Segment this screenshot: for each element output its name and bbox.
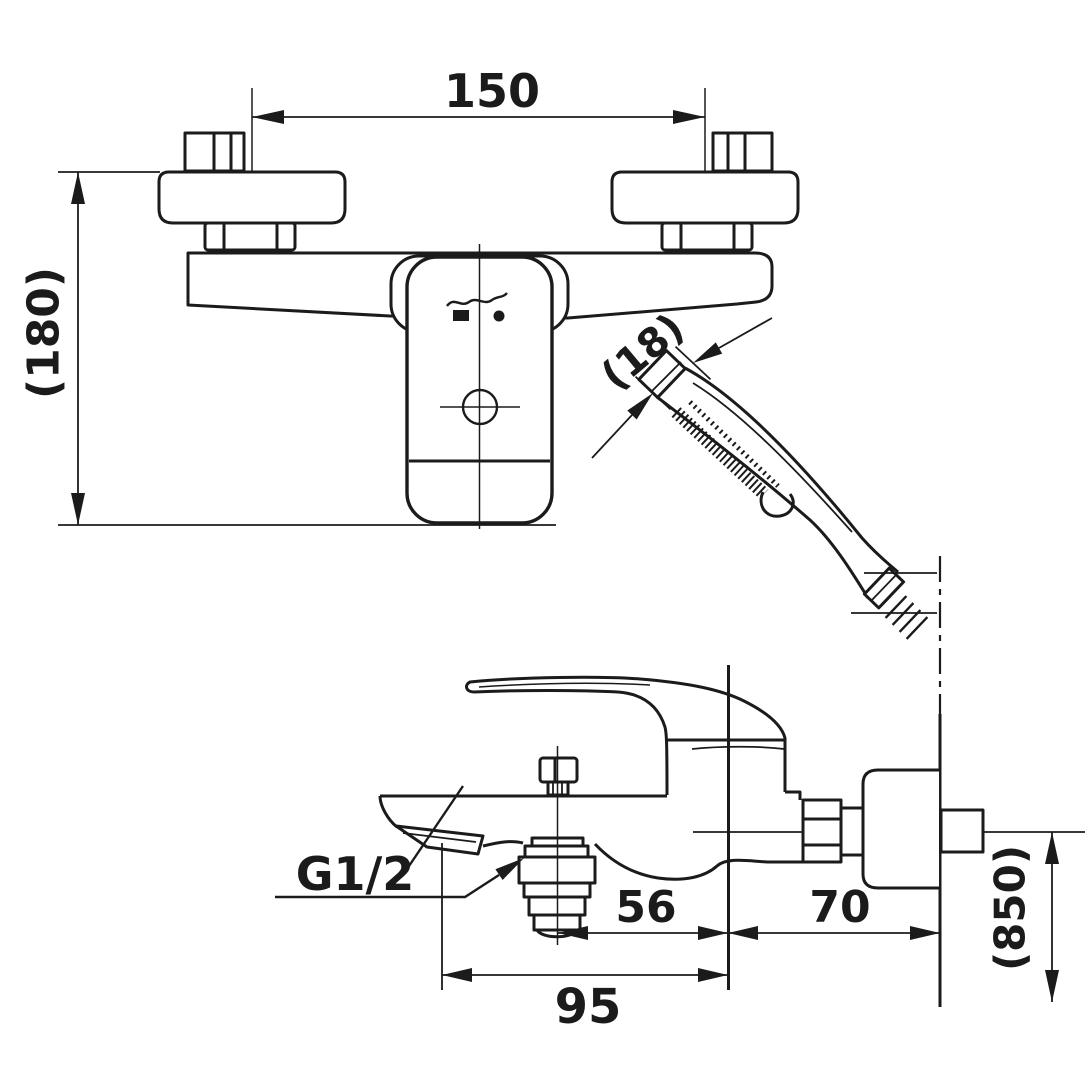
shower-upper-edge xyxy=(684,366,899,574)
dimension-850: (850) xyxy=(986,832,1059,1002)
water-wave-icon xyxy=(446,292,508,307)
arrowhead-down-icon xyxy=(1045,970,1059,1002)
dimension-150: 150 xyxy=(252,64,705,124)
right-hex-nut-facets xyxy=(726,133,747,171)
right-escutcheon-flange xyxy=(610,170,800,225)
cone-step-1 xyxy=(523,844,590,859)
shower-face-edge xyxy=(692,382,853,533)
arrowhead-right-icon xyxy=(673,110,705,124)
spout-left-edge xyxy=(378,795,398,829)
arrowhead-left-icon xyxy=(558,926,588,940)
arrowhead-upperright-icon xyxy=(627,393,653,420)
dim-70-label: 70 xyxy=(809,882,870,933)
thread-callout: G1/2 xyxy=(275,847,524,901)
hose-nut-seam xyxy=(870,574,897,602)
arrowhead-left-icon xyxy=(728,926,758,940)
lever-bottom-edge xyxy=(473,689,669,796)
knob-stem-lines xyxy=(552,782,563,795)
hub-seam-2 xyxy=(691,745,785,750)
thread-size-label: G1/2 xyxy=(296,847,415,901)
hot-indicator-icon xyxy=(493,310,505,322)
spout-side xyxy=(378,785,667,870)
dim-180-label: (180) xyxy=(19,267,70,399)
shower-hook-bump xyxy=(759,491,795,518)
hex-nipple xyxy=(801,798,843,864)
dimension-180: (180) xyxy=(19,171,556,526)
nipple-spacer xyxy=(839,806,865,857)
leader-arrowhead-icon xyxy=(495,858,524,880)
right-lower-nut xyxy=(660,221,754,252)
dim-56-label: 56 xyxy=(615,882,676,933)
left-wall-union xyxy=(157,131,347,252)
left-escutcheon-flange xyxy=(157,170,347,225)
dim-95-label: 95 xyxy=(555,979,622,1035)
body-step xyxy=(785,790,802,800)
arrowhead-right-icon xyxy=(698,926,728,940)
wall-pipe-stub xyxy=(939,808,985,854)
lever-top-edge xyxy=(465,675,787,792)
diverter-knob xyxy=(538,756,579,797)
lever-highlight-line xyxy=(478,682,651,688)
dimension-56: 56 xyxy=(558,882,728,940)
dimension-95: 95 xyxy=(441,843,728,1035)
shower-cap-seam xyxy=(651,361,682,392)
thread-leader-line xyxy=(275,873,500,899)
arrowhead-up-icon xyxy=(71,172,85,204)
spout-underside xyxy=(482,840,524,848)
lever-handle-side xyxy=(465,675,787,796)
cold-indicator-icon xyxy=(453,310,469,321)
dim-850-label: (850) xyxy=(986,845,1035,971)
dimension-18: (18) xyxy=(591,305,773,459)
hose-tie-lines xyxy=(851,572,937,614)
arrowhead-lowerleft-icon xyxy=(693,342,723,363)
arrowhead-right-icon xyxy=(910,926,940,940)
arrowhead-left-icon xyxy=(442,968,472,982)
dim-18-shafts xyxy=(591,317,773,459)
hand-shower xyxy=(637,349,937,640)
right-hex-nut xyxy=(711,131,774,173)
spray-face-stipple xyxy=(671,407,769,499)
spout-mouth xyxy=(394,824,485,856)
spout-break-line xyxy=(406,785,464,870)
spray-face-stipple-2 xyxy=(688,400,780,488)
spout-mouth-seam xyxy=(402,832,477,843)
right-wall-union xyxy=(610,131,800,252)
left-lower-nut xyxy=(203,221,297,252)
arrowhead-up-icon xyxy=(1045,832,1059,864)
valve-body-side xyxy=(593,768,985,890)
arrowhead-left-icon xyxy=(252,110,284,124)
wall-flange-side xyxy=(861,768,939,890)
front-elevation-view: 150 (180) xyxy=(19,64,942,714)
body-underside-curve xyxy=(593,842,803,881)
dimension-70: 70 xyxy=(728,882,940,940)
knob-head xyxy=(538,756,579,784)
side-elevation-view: G1/2 56 70 95 xyxy=(275,665,1085,1035)
hose-thread-hatching xyxy=(884,595,929,640)
right-lower-nut-facets xyxy=(679,223,736,250)
arrowhead-down-icon xyxy=(71,493,85,525)
left-hex-nut-facets xyxy=(212,133,233,171)
arrowhead-right-icon xyxy=(698,968,728,982)
left-lower-nut-facets xyxy=(222,223,279,250)
dim-150-label: 150 xyxy=(444,64,540,118)
hex-nipple-facets xyxy=(803,817,841,847)
